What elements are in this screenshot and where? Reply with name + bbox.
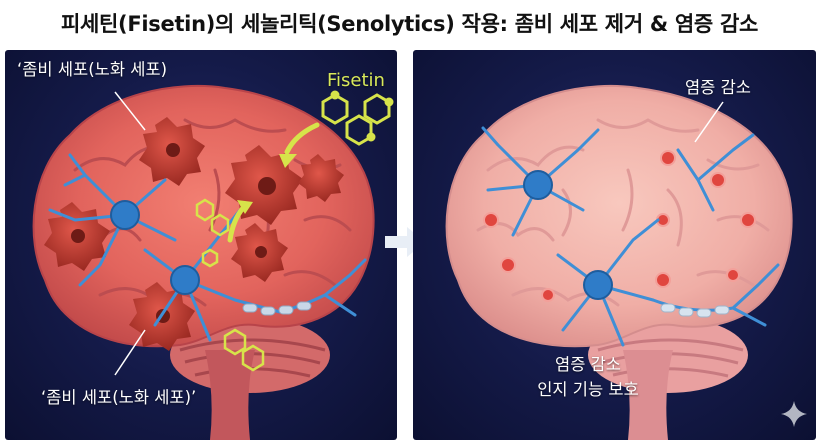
cerebrum bbox=[445, 84, 793, 348]
residual-spots bbox=[483, 150, 756, 302]
label-cognitive-protection: 인지 기능 보호 bbox=[537, 380, 639, 399]
brain-folds bbox=[476, 118, 770, 307]
pointer-line bbox=[114, 329, 146, 376]
brain-stem bbox=[623, 350, 673, 440]
label-zombie-cells-bottom: ‘좀비 세포(노화 세포)’ bbox=[41, 388, 197, 407]
label-fisetin: Fisetin bbox=[327, 70, 385, 91]
label-inflammation-reduced-top: 염증 감소 bbox=[685, 78, 751, 97]
label-outcome: 염증 감소 인지 기능 보호 bbox=[468, 352, 708, 402]
neuron-body bbox=[170, 265, 200, 295]
left-panel-senescent-brain: ‘좀비 세포(노화 세포) Fisetin ‘좀비 세포(노화 세포)’ bbox=[5, 50, 397, 440]
fisetin-arrow bbox=[227, 205, 246, 243]
label-inflammation-reduced: 염증 감소 bbox=[555, 355, 621, 374]
inflamed-brain-illustration bbox=[32, 84, 394, 440]
fisetin-arrow bbox=[284, 122, 320, 155]
neuron-body bbox=[583, 270, 613, 300]
right-panel-healthy-brain: 염증 감소 염증 감소 인지 기능 보호 bbox=[413, 50, 816, 440]
healthy-brain-illustration bbox=[445, 84, 793, 440]
neuron-body bbox=[523, 170, 553, 200]
neuron-body bbox=[110, 200, 140, 230]
brain-stem bbox=[205, 350, 255, 440]
fisetin-arrow-head bbox=[279, 154, 297, 168]
pointer-line bbox=[694, 101, 724, 143]
senescent-cells bbox=[44, 117, 344, 351]
senescent-cell bbox=[298, 154, 344, 202]
label-zombie-cells-top: ‘좀비 세포(노화 세포) bbox=[17, 60, 168, 79]
myelin-sheath bbox=[242, 301, 312, 316]
neurons bbox=[481, 126, 780, 347]
sparkle-icon bbox=[781, 401, 807, 427]
fisetin-arrow-head bbox=[237, 200, 253, 214]
fisetin-molecule bbox=[195, 198, 265, 372]
pointer-line bbox=[114, 91, 146, 131]
myelin-sheath bbox=[660, 303, 730, 318]
page-title: 피세틴(Fisetin)의 세놀리틱(Senolytics) 작용: 좀비 세포… bbox=[61, 12, 758, 36]
fisetin-molecule-large bbox=[321, 90, 394, 146]
